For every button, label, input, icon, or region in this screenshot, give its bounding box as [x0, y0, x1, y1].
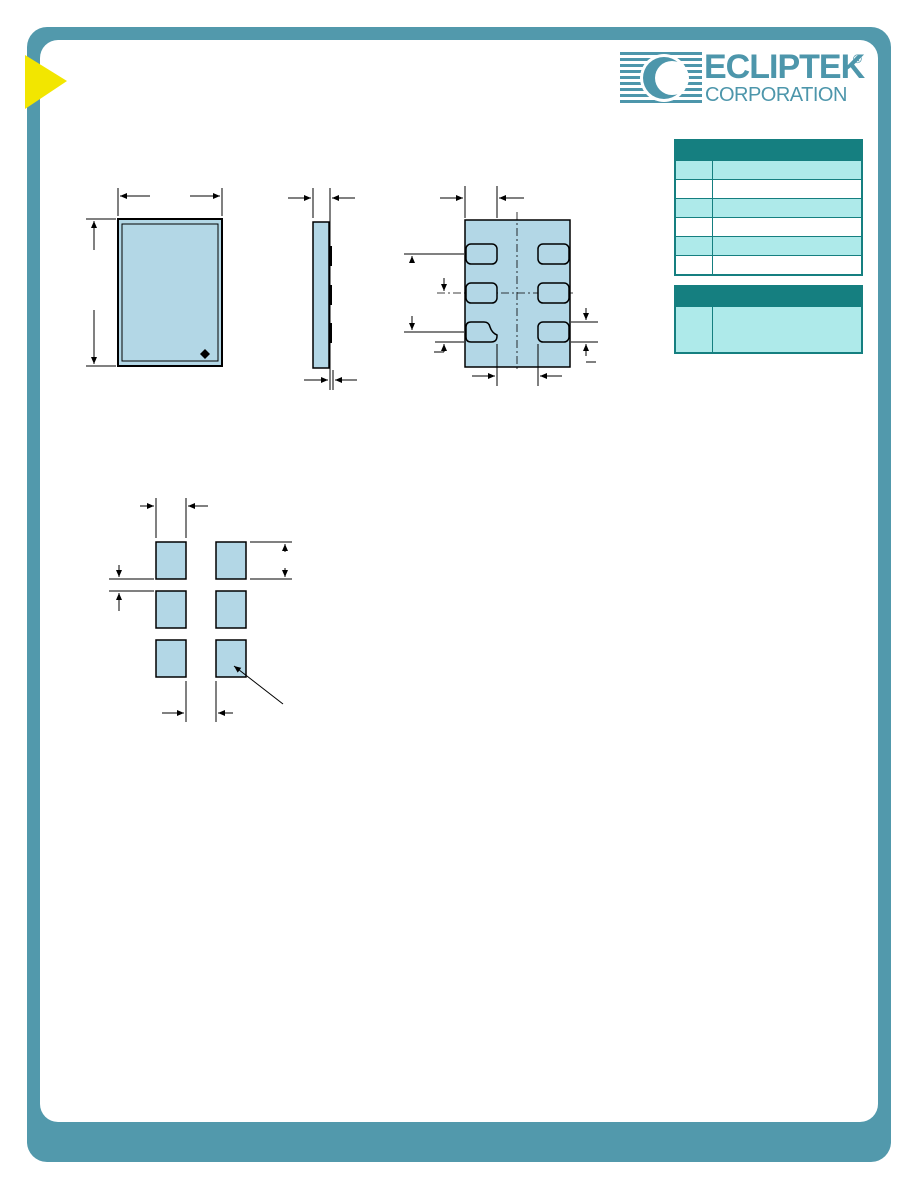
table-row [676, 179, 861, 198]
marking-table-header [676, 287, 861, 306]
table-row [676, 306, 861, 352]
corner-arrow-icon [25, 55, 67, 109]
package-bottom-view [404, 186, 598, 386]
table-row [676, 255, 861, 274]
marking-cell-label [676, 307, 713, 352]
logo-wordmark: ECLIPTEK [704, 48, 865, 86]
spec-cell-label [676, 161, 713, 179]
spec-cell-label [676, 218, 713, 236]
table-row [676, 217, 861, 236]
ecliptek-logo: ECLIPTEK ® CORPORATION [620, 50, 868, 110]
package-side-view [288, 188, 357, 390]
package-top-view [86, 188, 223, 367]
suggested-solder-pad-layout [109, 498, 292, 722]
pin1-pad [465, 321, 498, 343]
specification-table [674, 139, 863, 276]
logo-eclipse-icon [620, 52, 702, 103]
spec-cell-label [676, 180, 713, 198]
logo-subtitle: CORPORATION [705, 84, 847, 106]
pin1-marker-icon [200, 349, 210, 359]
table-row [676, 198, 861, 217]
spec-cell-label [676, 199, 713, 217]
spec-cell-label [676, 256, 713, 274]
table-row [676, 236, 861, 255]
spec-table-header [676, 141, 861, 160]
table-row [676, 160, 861, 179]
marking-table [674, 285, 863, 354]
logo-registered-mark: ® [853, 52, 862, 66]
spec-cell-label [676, 237, 713, 255]
